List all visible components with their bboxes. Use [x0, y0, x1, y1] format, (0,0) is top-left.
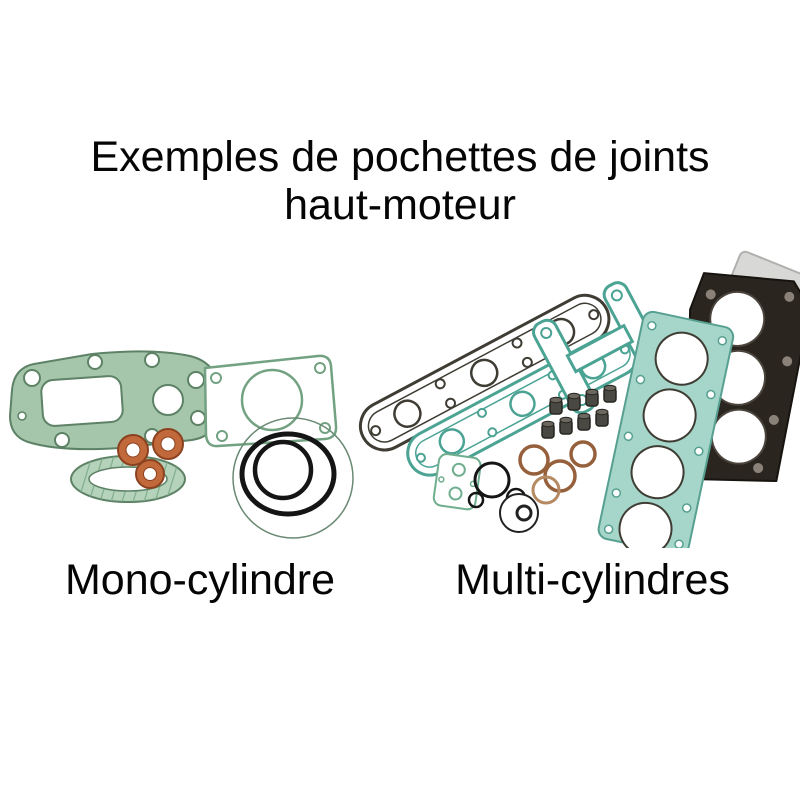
copper-washers [117, 428, 184, 489]
outline-gasket [203, 354, 338, 448]
title-line-1: Exemples de pochettes de joints [90, 133, 710, 181]
mono-cylinder-kit-illustration [9, 350, 354, 539]
o-rings [239, 431, 337, 517]
teal-head-gasket [597, 310, 735, 548]
small-green-gasket [432, 453, 482, 511]
multi-cylinder-kit-illustration [358, 250, 800, 548]
title-line-2: haut-moteur [284, 181, 516, 230]
image-title: Exemples de pochettes de joints haut-mot… [0, 133, 800, 229]
copper-rings [518, 440, 597, 505]
valve-stem-seals [541, 384, 617, 439]
caption-mono-cylindre: Mono-cylindre [64, 556, 336, 604]
caption-multi-cylindres: Multi-cylindres [455, 556, 730, 604]
thin-ring-gasket [232, 417, 354, 539]
seal-ring-with-hole [499, 493, 539, 533]
base-gasket [9, 350, 219, 451]
gasket-kits-illustration [9, 250, 800, 548]
